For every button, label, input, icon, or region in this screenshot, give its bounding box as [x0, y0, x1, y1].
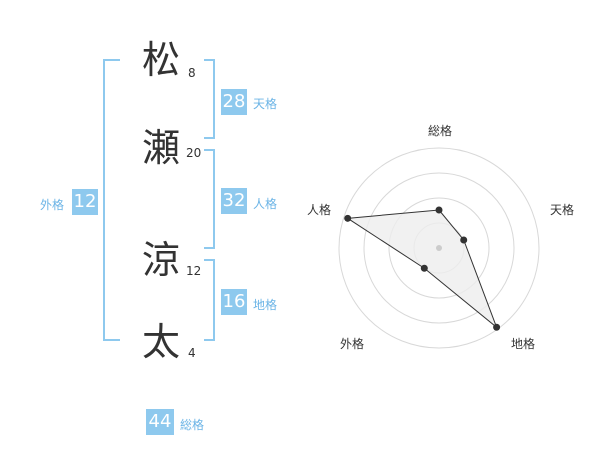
radar-ring-3: [363, 172, 515, 324]
radar-point-3: [420, 264, 428, 272]
radar-ring-4: [338, 147, 540, 349]
radar-axis-label-4: 人格: [307, 203, 332, 217]
name-char-4: 太: [142, 320, 181, 364]
radar-ring-2: [388, 197, 490, 299]
radar-point-2: [493, 323, 501, 331]
jinkaku-value: 32: [221, 188, 247, 214]
radar-axis-label-1: 天格: [550, 203, 575, 217]
tenkaku-label: 天格: [253, 97, 278, 111]
name-char-2: 瀬: [142, 126, 181, 170]
name-char-1: 松: [142, 38, 181, 82]
radar-point-4: [344, 214, 352, 222]
radar-axis-label-2: 地格: [511, 337, 536, 351]
tenkaku-value: 28: [221, 89, 247, 115]
gaikaku-bracket: [103, 59, 120, 341]
radar-axis-label-3: 外格: [340, 337, 365, 351]
tenkaku-bracket: [204, 59, 215, 139]
name-char-3: 涼: [142, 238, 181, 282]
stroke-count-1: 8: [188, 66, 196, 80]
jinkaku-bracket: [204, 149, 215, 249]
stroke-count-4: 4: [188, 346, 196, 360]
radar-center-point: [436, 245, 442, 251]
soukaku-value: 44: [146, 409, 174, 435]
chikaku-bracket: [204, 259, 215, 341]
gaikaku-value: 12: [72, 189, 98, 215]
radar-point-1: [460, 236, 468, 244]
chikaku-value: 16: [221, 289, 247, 315]
radar-point-0: [435, 206, 443, 214]
radar-axis-label-0: 総格: [428, 124, 453, 138]
stroke-count-3: 12: [186, 264, 202, 278]
chikaku-label: 地格: [253, 298, 278, 312]
radar-polygon: [346, 209, 498, 329]
soukaku-label: 総格: [180, 418, 205, 432]
stroke-count-2: 20: [186, 146, 202, 160]
gaikaku-label: 外格: [40, 198, 65, 212]
jinkaku-label: 人格: [253, 197, 278, 211]
